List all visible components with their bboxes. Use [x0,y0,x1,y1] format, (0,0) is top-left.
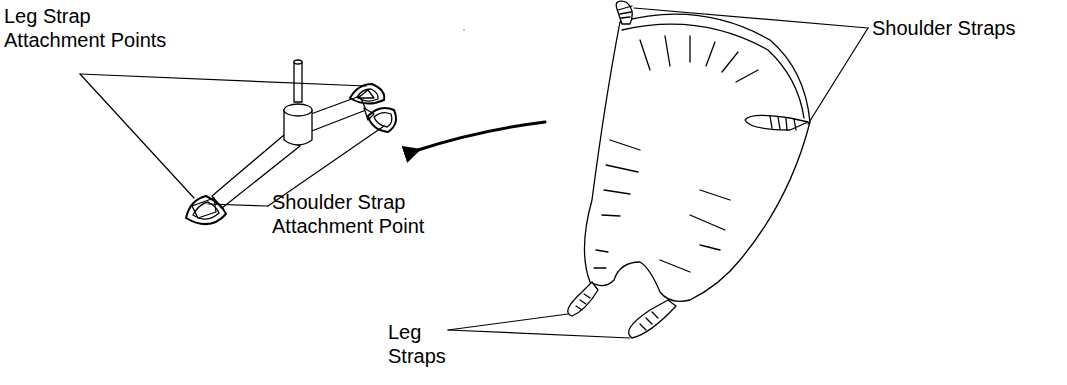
sling [568,1,810,338]
part-label: Shoulder Strap Attachment Point [272,190,447,238]
direction-arrow [418,122,545,150]
part-label: Leg Straps [388,320,452,368]
part-label: Leg Strap Attachment Points [4,4,184,52]
part-label: Shoulder Straps [872,16,1062,40]
leader-line [80,8,868,338]
